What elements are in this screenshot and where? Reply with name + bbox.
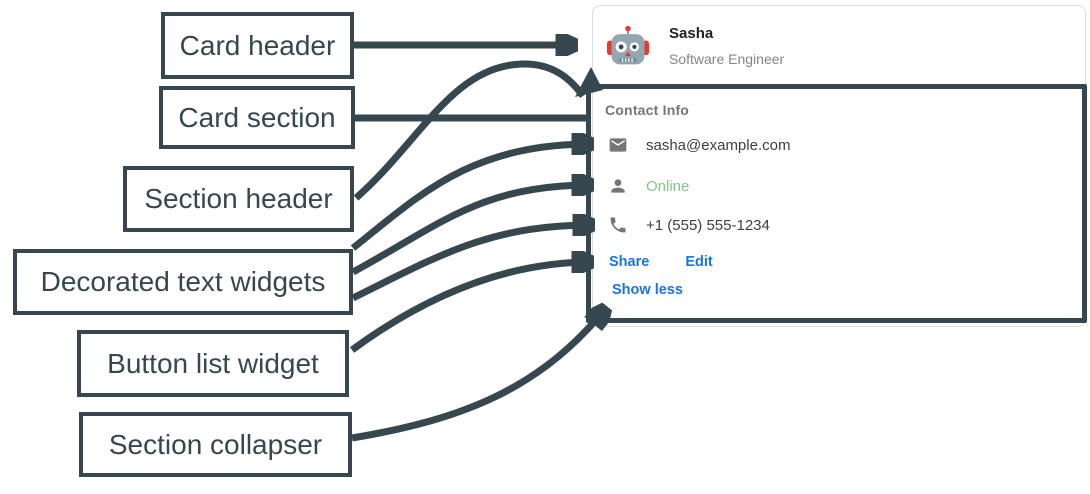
phone-icon: [610, 217, 626, 233]
section-header-title: Contact Info: [605, 102, 690, 118]
arrow-section-header: [353, 60, 586, 201]
email-row: sasha@example.com: [608, 134, 790, 156]
email-icon: [609, 138, 627, 152]
arrow-decorated-email: [350, 144, 592, 251]
button-list: Share Edit: [609, 254, 713, 270]
label-section-header: Section header: [123, 166, 354, 232]
card-header-text: Sasha Software Engineer: [669, 25, 784, 67]
contact-card: Sasha Software Engineer Contact Info sas…: [592, 5, 1086, 327]
robot-avatar-icon: [606, 25, 650, 64]
show-less-button[interactable]: Show less: [612, 282, 683, 298]
label-card-header: Card header: [161, 12, 354, 79]
arrow-button-list: [349, 262, 592, 353]
phone-text: +1 (555) 555-1234: [646, 216, 770, 234]
email-text: sasha@example.com: [646, 136, 791, 154]
contact-role: Software Engineer: [669, 50, 785, 67]
label-decorated-text-widgets: Decorated text widgets: [13, 249, 353, 315]
label-section-collapser: Section collapser: [79, 412, 352, 477]
person-icon: [611, 179, 625, 193]
card-header: Sasha Software Engineer: [593, 6, 1085, 85]
label-button-list-widget: Button list widget: [77, 330, 349, 397]
arrow-section-collapser: [351, 308, 606, 442]
arrow-decorated-phone: [351, 225, 593, 302]
status-text: Online: [646, 177, 690, 195]
arrow-decorated-online: [351, 185, 592, 276]
status-row: Online: [608, 175, 689, 197]
phone-row: +1 (555) 555-1234: [608, 214, 770, 236]
contact-name: Sasha: [669, 24, 714, 42]
share-button[interactable]: Share: [609, 254, 650, 270]
label-card-section: Card section: [159, 86, 355, 149]
edit-button[interactable]: Edit: [685, 254, 713, 270]
